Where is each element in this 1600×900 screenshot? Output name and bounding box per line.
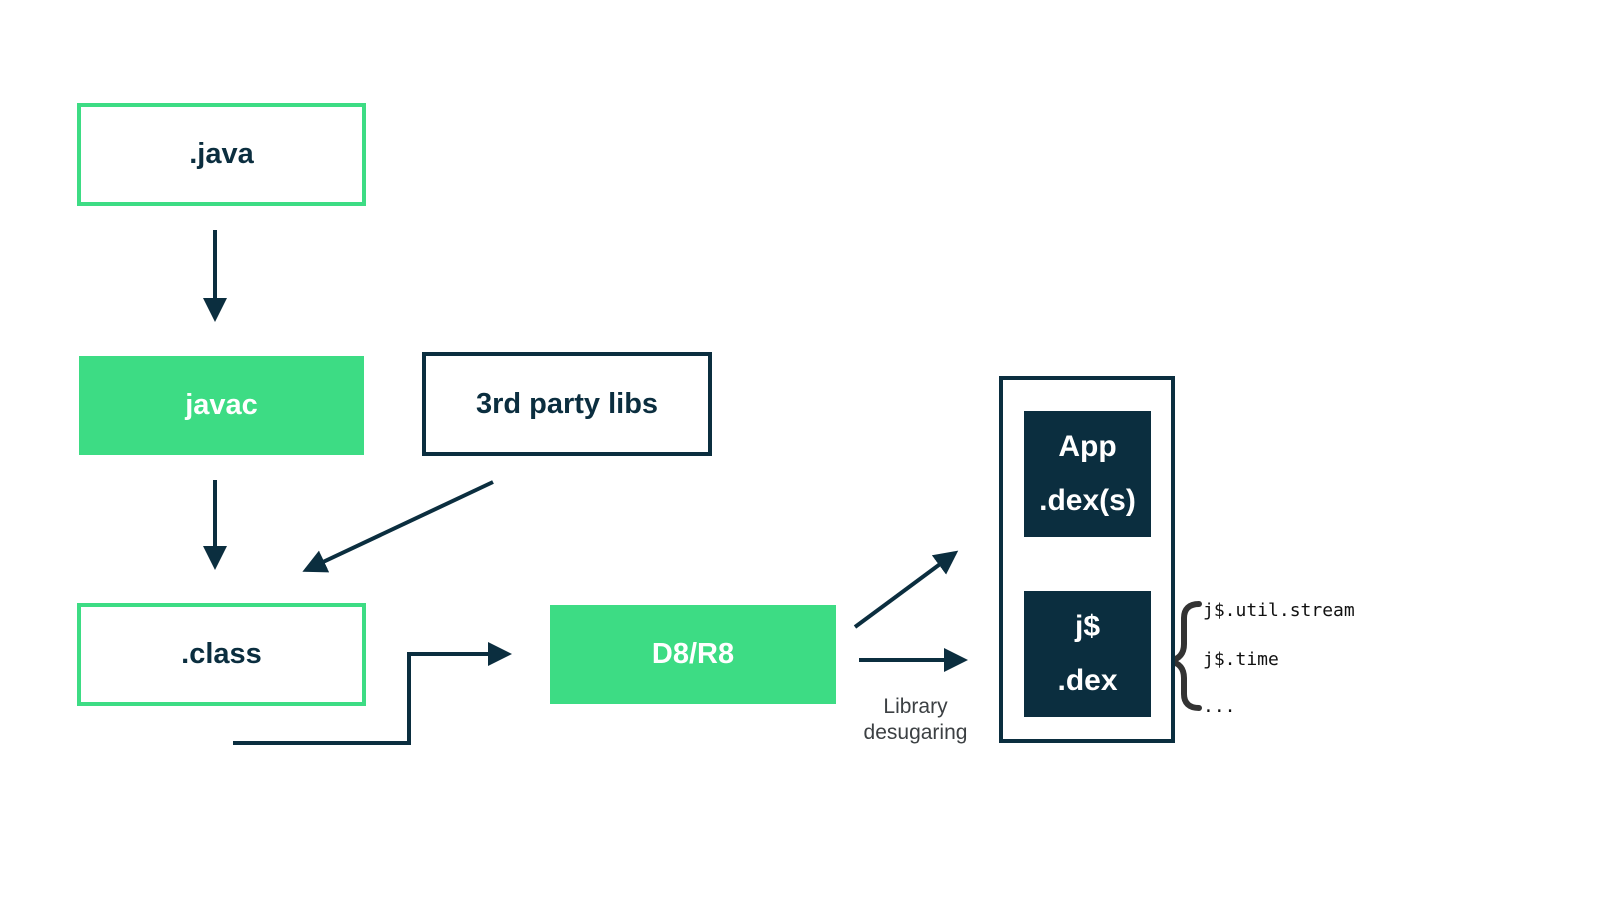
d8-r8-label: D8/R8 [651, 638, 735, 670]
arrow-d8r8-to-appdex [853, 550, 959, 629]
app-dex-line2: .dex(s) [1039, 483, 1136, 517]
app-dex-box: App .dex(s) [1024, 411, 1151, 537]
third-party-libs-label: 3rd party libs [475, 387, 659, 420]
javac-label: javac [185, 389, 258, 421]
desugar-label-line2: desugaring [863, 721, 968, 744]
arrow-libs-to-class [302, 480, 494, 573]
third-party-libs-box: 3rd party libs [422, 352, 712, 456]
j-dex-line1: j$ [1074, 610, 1101, 644]
d8-r8-box: D8/R8 [550, 605, 836, 704]
app-dex-line1: App [1058, 430, 1117, 464]
package-ellipsis: ... [1203, 696, 1236, 717]
j-dex-line2: .dex [1057, 663, 1118, 697]
java-source-label: .java [189, 138, 254, 170]
class-files-box: .class [77, 603, 366, 706]
package-time: j$.time [1203, 649, 1279, 670]
desugar-label-line1: Library [883, 695, 948, 718]
class-files-label: .class [181, 638, 262, 670]
package-util-stream: j$.util.stream [1203, 600, 1355, 621]
javac-compiler-box: javac [79, 356, 364, 455]
arrow-class-to-d8r8 [233, 642, 512, 745]
library-desugaring-label: Library desugaring [848, 694, 983, 746]
java-source-box: .java [77, 103, 366, 206]
j-dollar-dex-box: j$ .dex [1024, 591, 1151, 717]
